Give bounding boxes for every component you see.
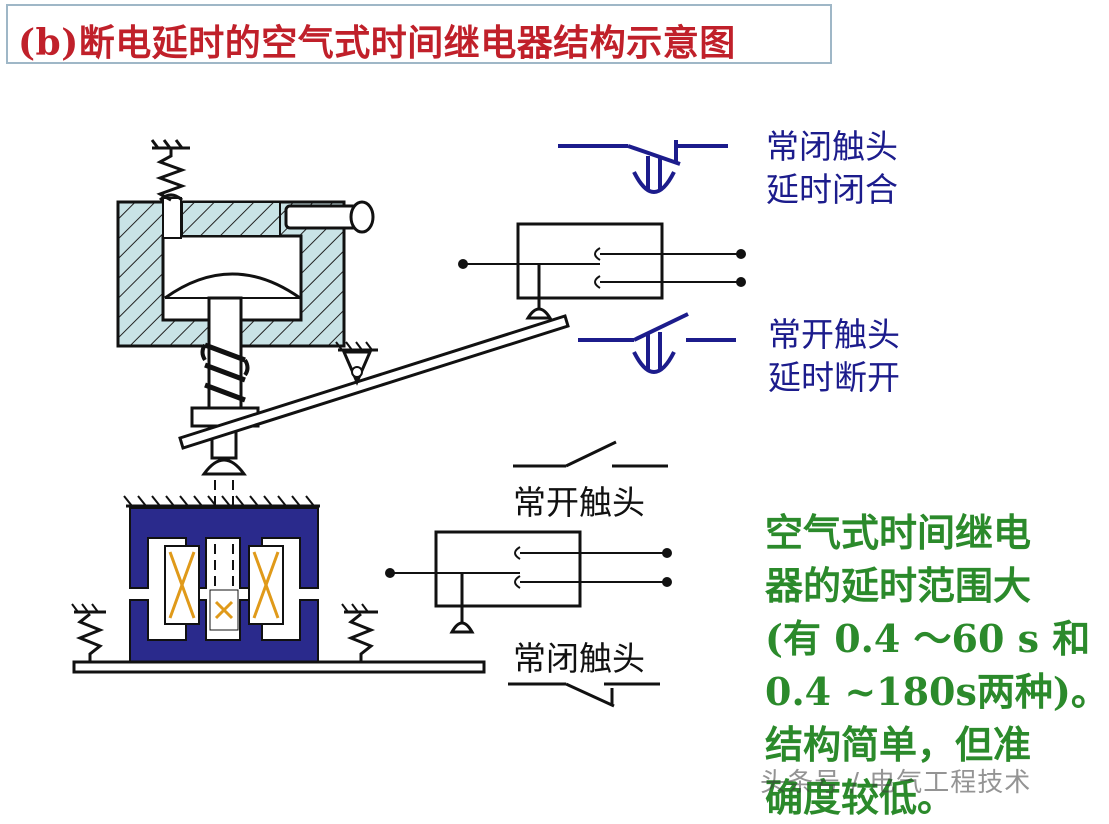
relay-diagram xyxy=(71,139,746,708)
instant-no-symbol xyxy=(513,440,668,468)
description-line-5: 结构简单，但准 xyxy=(765,722,1032,767)
description-text: 空气式时间继电 器的延时范围大 (有 0.4 ～60 s 和 0.4 ~180s… xyxy=(765,506,1109,824)
top-spring xyxy=(150,139,190,202)
instant-nc-symbol xyxy=(508,682,660,708)
description-line-2: 器的延时范围大 xyxy=(765,563,1032,608)
label-nc-instant: 常闭触头 xyxy=(513,639,645,678)
description-line-1: 空气式时间继电 xyxy=(765,510,1032,555)
description-line-3: (有 0.4 ～60 s 和 xyxy=(765,616,1091,661)
description-line-6: 确度较低。 xyxy=(765,775,956,820)
diagram-title: (b)断电延时的空气式时间继电器结构示意图 xyxy=(18,22,736,64)
label-no-instant: 常开触头 xyxy=(513,483,645,522)
title-box: (b)断电延时的空气式时间继电器结构示意图 xyxy=(6,4,832,64)
air-chamber xyxy=(116,197,375,348)
label-no-delay-open-1: 常开触头 xyxy=(768,315,900,354)
delayed-no-symbol xyxy=(578,312,736,374)
electromagnet xyxy=(71,495,486,674)
watermark: 头条号 / 电气工程技术 xyxy=(760,768,1032,798)
delayed-microswitch xyxy=(458,222,746,320)
label-no-delay-open-2: 延时断开 xyxy=(768,358,900,397)
piston-rod xyxy=(190,296,260,610)
lever xyxy=(178,314,570,450)
delayed-nc-symbol xyxy=(558,140,728,194)
instant-microswitch xyxy=(385,530,672,634)
label-nc-delay-close-2: 延时闭合 xyxy=(766,170,898,209)
description-line-4: 0.4 ~180s两种)。 xyxy=(765,669,1109,714)
label-nc-delay-close-1: 常闭触头 xyxy=(766,127,898,166)
